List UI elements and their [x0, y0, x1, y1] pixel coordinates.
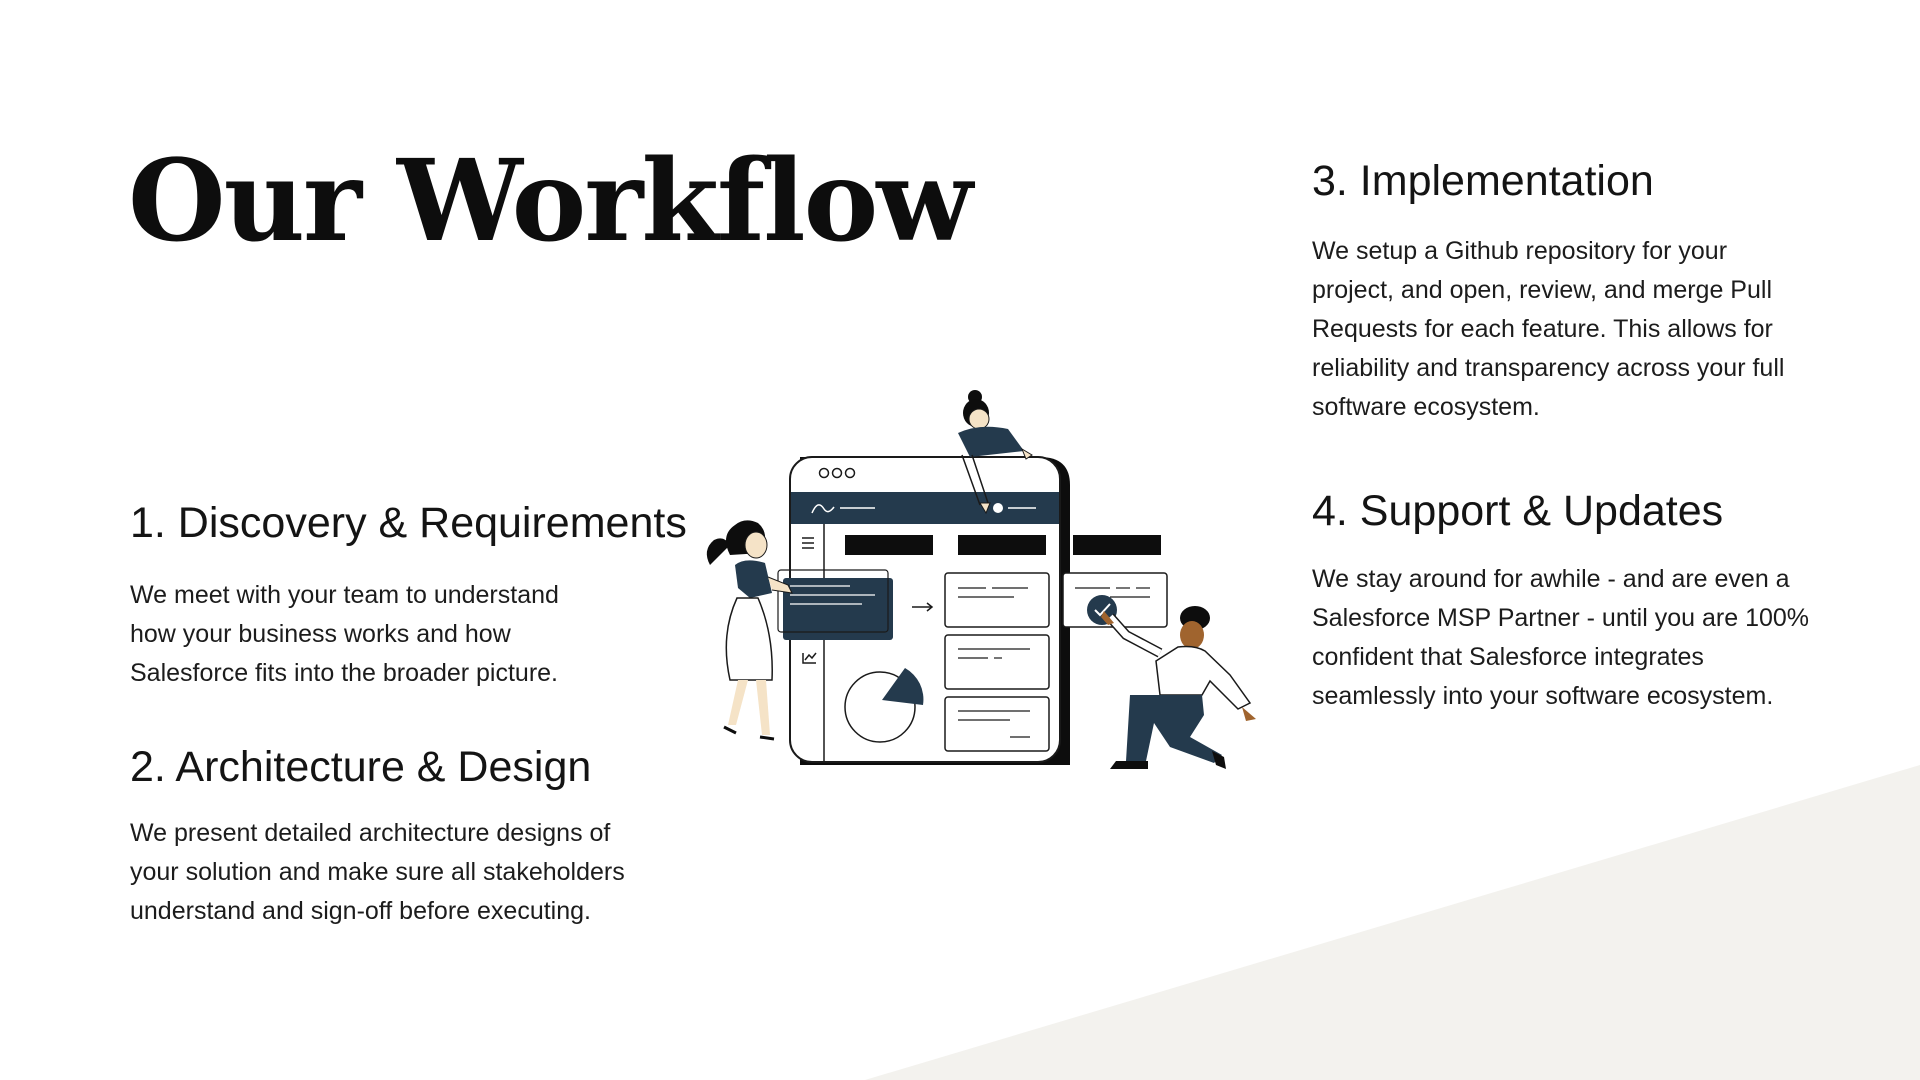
step-implementation: 3. Implementation We setup a Github repo…: [1312, 156, 1812, 427]
step-architecture: 2. Architecture & Design We present deta…: [130, 742, 650, 931]
column-header: [1073, 535, 1161, 555]
step-discovery: 1. Discovery & Requirements We meet with…: [130, 498, 690, 693]
step-support: 4. Support & Updates We stay around for …: [1312, 486, 1812, 716]
top-person-figure: [958, 390, 1033, 515]
step-description: We meet with your team to understand how…: [130, 580, 559, 687]
kneeling-man-figure: [1101, 606, 1256, 769]
page-title: Our Workflow: [128, 136, 973, 267]
step-heading: 3. Implementation: [1312, 157, 1654, 205]
menu-icon: [802, 537, 814, 549]
column-header: [845, 535, 933, 555]
step-description: We present detailed architecture designs…: [130, 818, 625, 925]
step-heading: 4. Support & Updates: [1312, 487, 1724, 535]
step-heading: 1. Discovery & Requirements: [130, 499, 687, 547]
pie-chart-icon: [844, 668, 924, 743]
step-description: We setup a Github repository for your pr…: [1312, 236, 1785, 421]
task-card: [944, 572, 1050, 752]
signature-icon: [811, 504, 835, 514]
column-header: [958, 535, 1046, 555]
woman-figure: [706, 520, 793, 741]
chart-icon: [802, 652, 817, 664]
window-dots: [818, 467, 856, 479]
arrow-right-icon: [912, 602, 934, 612]
step-description: We stay around for awhile - and are even…: [1312, 564, 1810, 710]
step-heading: 2. Architecture & Design: [130, 743, 592, 791]
team-dashboard-illustration: [706, 390, 1256, 769]
floating-card: [783, 578, 893, 640]
